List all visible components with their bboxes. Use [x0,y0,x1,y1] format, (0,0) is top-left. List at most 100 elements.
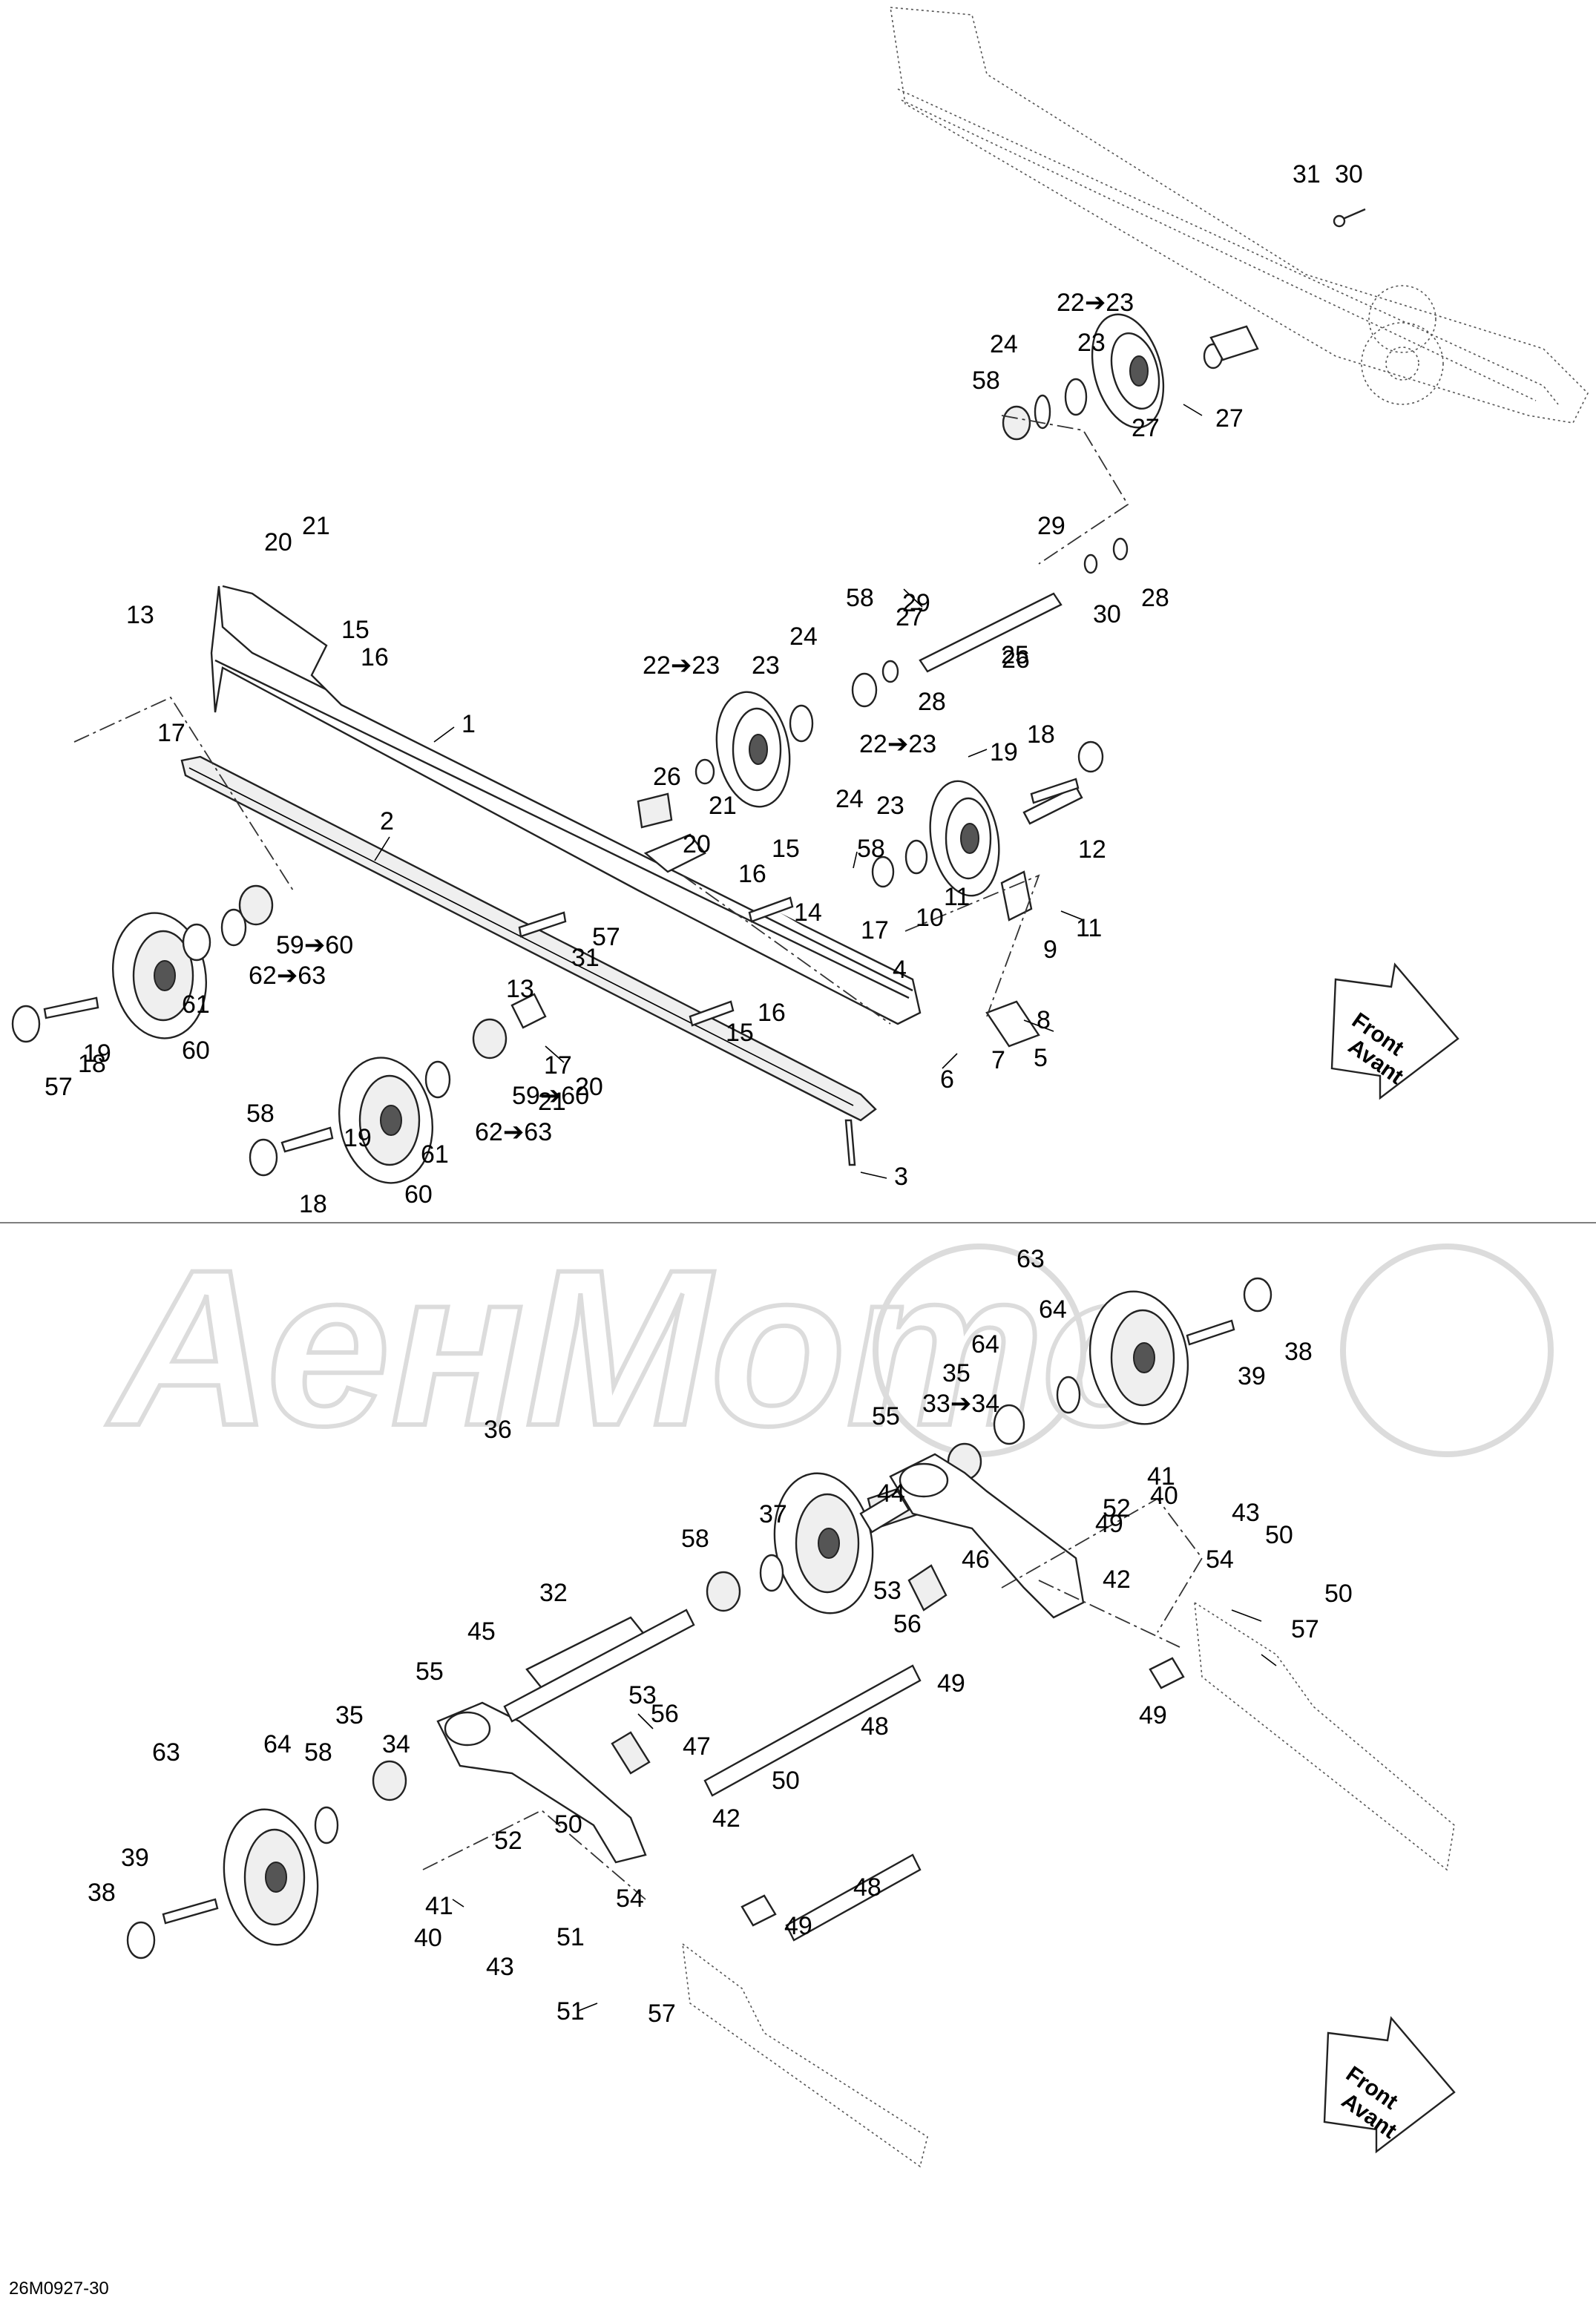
callout: 64 [263,1730,292,1758]
bolt-15 [689,1000,735,1027]
callout: 51 [556,1923,585,1951]
bushing-48-right [1149,1657,1185,1689]
callout: 34 [382,1730,410,1758]
wheel-bottom-center [706,1472,922,1614]
bolt-30 [518,911,567,938]
callout: 48 [853,1873,881,1902]
callout: 19 [83,1039,111,1068]
callout: 57 [45,1073,73,1101]
callout: 18 [78,1050,106,1078]
callout: 51 [556,1997,585,2026]
callout: 39 [1238,1362,1266,1390]
callout: 43 [486,1953,514,1981]
callout: 17 [544,1051,572,1080]
callout: 50 [1265,1521,1293,1549]
callout: 59➔60 [512,1082,589,1110]
arm-44 [436,1701,647,1864]
callout: 63 [152,1738,180,1767]
callout: 49 [784,1912,812,1940]
callout: 57 [1291,1615,1319,1643]
callout: 50 [1324,1580,1353,1608]
callout: 24 [990,330,1018,358]
callout: 58 [246,1100,275,1128]
callout: 54 [616,1885,644,1913]
callout: 46 [962,1545,990,1574]
callout: 16 [361,643,389,671]
callout: 31 [1293,160,1321,188]
callout: 54 [1206,1545,1234,1574]
callout: 14 [794,898,822,927]
callout: 21 [709,792,737,820]
callout: 28 [918,688,946,716]
leader-lines [374,404,1277,2011]
callout-labels: 1 2 3 4 5 6 7 8 9 10 11 11 12 13 13 14 1… [45,160,1363,2028]
callout: 9 [1043,936,1057,964]
callout: 53 [873,1577,902,1605]
construction-line-bottom-3 [1038,1580,1180,1648]
figure-code: 26M0927-30 [9,2279,109,2299]
callout: 50 [554,1810,582,1839]
bolt-18 [1030,778,1080,804]
callout: 64 [971,1330,999,1359]
callout: 29 [1037,512,1065,540]
front-arrow-2 [1323,2016,1456,2154]
callout: 27 [1215,404,1244,433]
callout: 58 [681,1525,709,1553]
callout: 18 [299,1190,327,1218]
callout: 52 [494,1827,522,1855]
front-arrow-1 [1330,962,1459,1100]
callout: 22➔23 [859,730,936,758]
callout: 3 [894,1163,908,1191]
callout: 38 [1284,1338,1313,1366]
callout: 25 [1001,641,1029,669]
callout: 57 [648,2000,676,2028]
wheel-center-upper [637,537,1129,829]
callout: 45 [467,1617,496,1646]
callout: 35 [942,1359,971,1387]
callout: 52 [1103,1494,1131,1522]
callout: 53 [628,1681,657,1709]
wheel-top-right [1002,208,1366,441]
callout: 18 [1027,720,1055,749]
callout: 13 [126,601,154,629]
slide-rail-1 [210,585,922,1025]
callout: 42 [712,1804,740,1833]
callout: 37 [759,1500,787,1528]
construction-line-bottom-2 [422,1809,646,1900]
callout: 24 [835,785,864,813]
callout: 20 [264,528,292,556]
callout: 23 [1077,329,1106,357]
callout: 20 [683,830,711,858]
bolt-16 [748,896,794,923]
tube-32 [503,1609,695,1723]
callout: 16 [758,999,786,1027]
callout: 40 [1150,1482,1178,1510]
callout: 55 [872,1402,900,1430]
callout: 44 [877,1479,905,1508]
bottom-assembly [126,1277,1456,2168]
bushing-48-left [740,1894,777,1927]
callout: 20 [575,1073,603,1101]
callout: 33➔34 [922,1390,999,1418]
callout: 12 [1078,835,1106,864]
callout: 62➔63 [249,962,326,990]
callout: 36 [484,1416,512,1444]
callout: 50 [772,1767,800,1795]
arm-45 [889,1453,1085,1619]
callout: 10 [916,904,944,932]
wheel-bottom-left [126,1760,407,1959]
rail-bottom-right [1194,1601,1455,1871]
callout: 22➔23 [1057,289,1134,317]
construction-line-top-1 [73,696,294,891]
wheel-bottom-right [947,1277,1272,1481]
callout: 17 [861,916,889,944]
callout: 57 [592,923,620,951]
callout: 21 [538,1088,566,1116]
callout: 6 [940,1065,954,1094]
callout: 17 [157,719,185,747]
callout: 60 [182,1036,210,1065]
rail-bottom-center [681,1942,928,2168]
spring-55-right [907,1564,948,1612]
tube-46 [703,1664,922,1797]
callout: 16 [738,860,766,888]
